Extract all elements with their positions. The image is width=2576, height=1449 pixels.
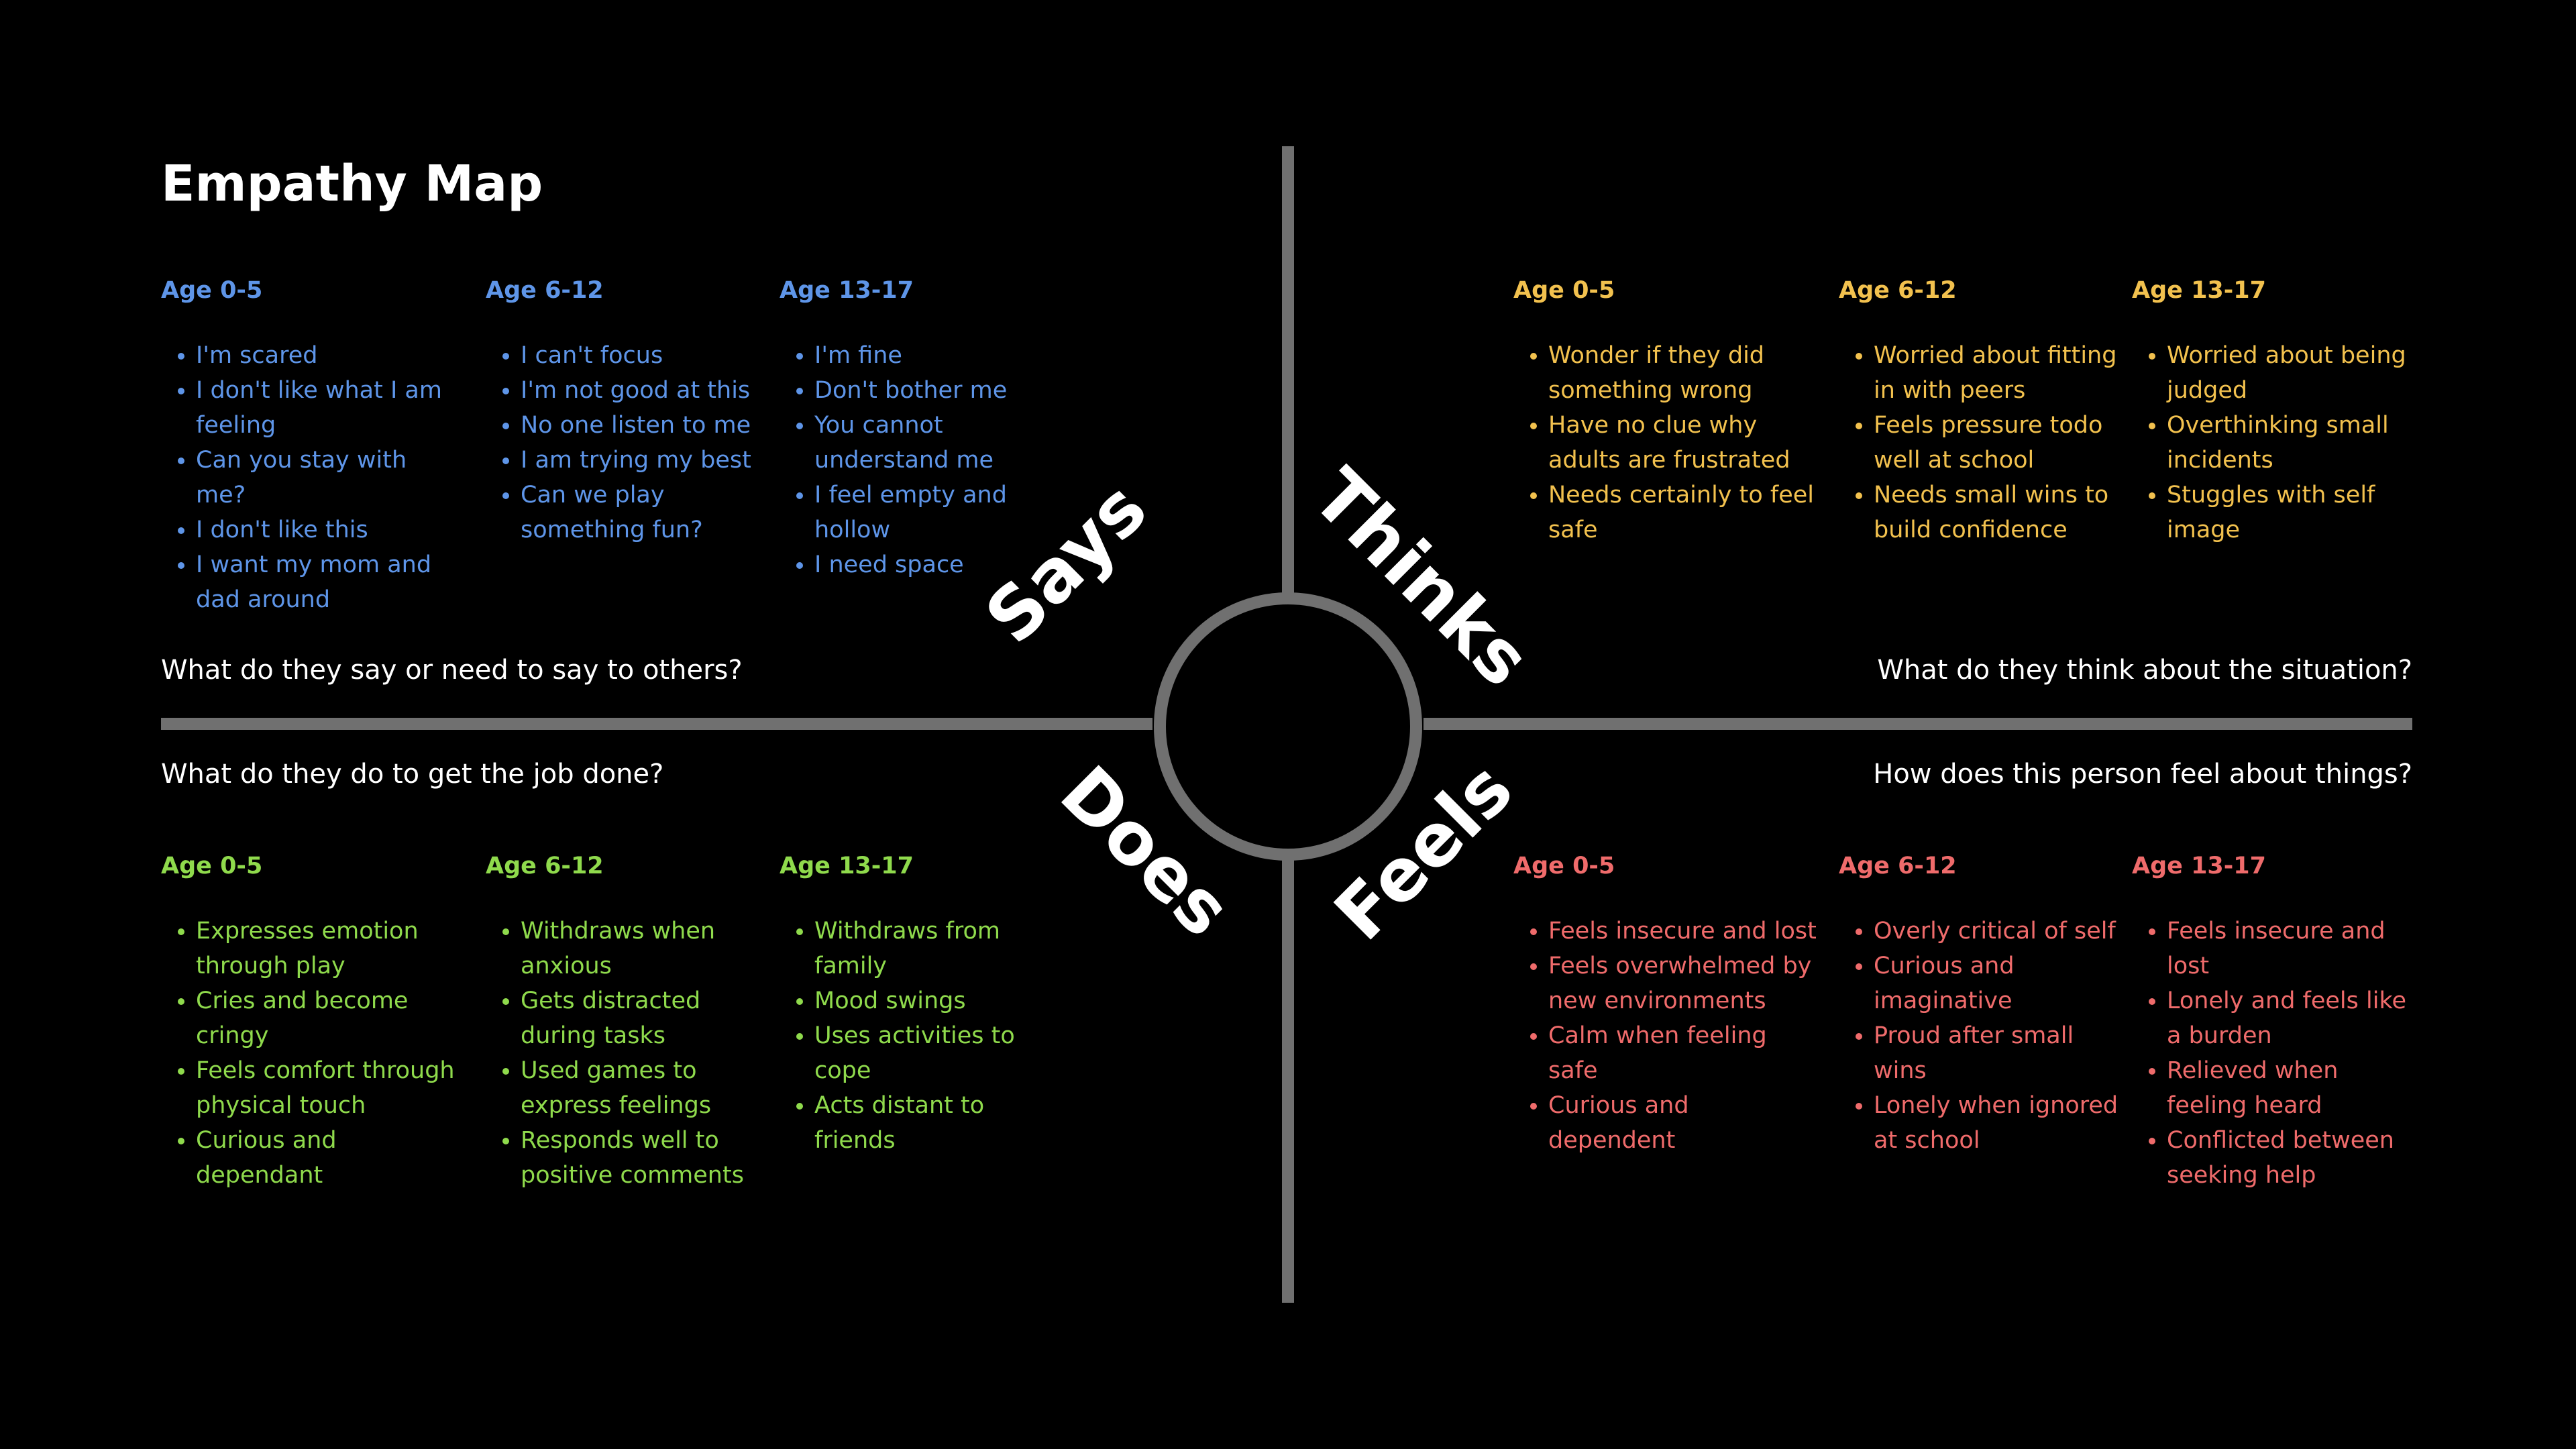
does-question: What do they do to get the job done? xyxy=(161,759,664,790)
list-item: Withdraws from family xyxy=(814,914,1048,983)
bullet-list: Feels insecure and lostFeels overwhelmed… xyxy=(1513,914,1822,1158)
thinks-column-age-13-17: Age 13-17Worried about being judgedOvert… xyxy=(2132,276,2414,547)
list-item: I want my mom and dad around xyxy=(196,547,456,617)
list-item: Curious and imaginative xyxy=(1874,949,2121,1018)
does-column-age-13-17: Age 13-17Withdraws from familyMood swing… xyxy=(780,852,1048,1158)
bullet-list: Worried about fitting in with peersFeels… xyxy=(1839,338,2121,547)
vertical-divider-top xyxy=(1282,146,1294,594)
list-item: You cannot understand me xyxy=(814,408,1048,478)
column-heading: Age 13-17 xyxy=(2132,277,2267,304)
thinks-column-age-6-12: Age 6-12Worried about fitting in with pe… xyxy=(1839,276,2121,547)
list-item: Mood swings xyxy=(814,983,1048,1018)
column-heading: Age 13-17 xyxy=(780,277,914,304)
list-item: Relieved when feeling heard xyxy=(2167,1053,2414,1123)
list-item: Don't bother me xyxy=(814,373,1048,408)
list-item: Overly critical of self xyxy=(1874,914,2121,949)
says-column-age-13-17: Age 13-17I'm fineDon't bother meYou cann… xyxy=(780,276,1048,582)
list-item: No one listen to me xyxy=(521,408,767,443)
list-item: Lonely when ignored at school xyxy=(1874,1088,2121,1158)
list-item: Withdraws when anxious xyxy=(521,914,767,983)
bullet-list: I can't focusI'm not good at thisNo one … xyxy=(486,338,767,547)
list-item: Lonely and feels like a burden xyxy=(2167,983,2414,1053)
bullet-list: I'm scaredI don't like what I am feeling… xyxy=(161,338,456,617)
list-item: Have no clue why adults are frustrated xyxy=(1548,408,1822,478)
list-item: Feels insecure and lost xyxy=(1548,914,1822,949)
column-heading: Age 6-12 xyxy=(1839,277,1957,304)
column-heading: Age 0-5 xyxy=(161,277,263,304)
list-item: Can we play something fun? xyxy=(521,478,767,547)
page-title: Empathy Map xyxy=(161,155,543,213)
vertical-divider-bottom xyxy=(1282,849,1294,1303)
list-item: I'm scared xyxy=(196,338,456,373)
list-item: Worried about fitting in with peers xyxy=(1874,338,2121,408)
list-item: Cries and become cringy xyxy=(196,983,456,1053)
list-item: Needs certainly to feel safe xyxy=(1548,478,1822,547)
list-item: I can't focus xyxy=(521,338,767,373)
list-item: Stuggles with self image xyxy=(2167,478,2414,547)
list-item: I need space xyxy=(814,547,1048,582)
list-item: Overthinking small incidents xyxy=(2167,408,2414,478)
list-item: Uses activities to cope xyxy=(814,1018,1048,1088)
list-item: Feels pressure todo well at school xyxy=(1874,408,2121,478)
horizontal-divider-right xyxy=(1424,718,2412,730)
says-column-age-0-5: Age 0-5I'm scaredI don't like what I am … xyxy=(161,276,456,617)
list-item: Curious and dependant xyxy=(196,1123,456,1193)
bullet-list: Worried about being judgedOverthinking s… xyxy=(2132,338,2414,547)
list-item: Conflicted between seeking help xyxy=(2167,1123,2414,1193)
list-item: I'm not good at this xyxy=(521,373,767,408)
feels-column-age-13-17: Age 13-17Feels insecure and lostLonely a… xyxy=(2132,852,2414,1193)
list-item: I'm fine xyxy=(814,338,1048,373)
horizontal-divider-left xyxy=(161,718,1152,730)
says-question: What do they say or need to say to other… xyxy=(161,655,743,686)
says-column-age-6-12: Age 6-12 I can't focusI'm not good at thi… xyxy=(486,276,767,547)
feels-column-age-6-12: Age 6-12Overly critical of selfCurious a… xyxy=(1839,852,2121,1158)
list-item: Responds well to positive comments xyxy=(521,1123,767,1193)
list-item: Wonder if they did something wrong xyxy=(1548,338,1822,408)
feels-question: How does this person feel about things? xyxy=(1873,759,2412,790)
list-item: Acts distant to friends xyxy=(814,1088,1048,1158)
column-heading: Age 13-17 xyxy=(2132,853,2267,879)
list-item: I don't like what I am feeling xyxy=(196,373,456,443)
column-heading: Age 13-17 xyxy=(780,853,914,879)
column-heading: Age 0-5 xyxy=(161,853,263,879)
list-item: Calm when feeling safe xyxy=(1548,1018,1822,1088)
feels-column-age-0-5: Age 0-5Feels insecure and lostFeels over… xyxy=(1513,852,1822,1158)
bullet-list: Expresses emotion through playCries and … xyxy=(161,914,456,1193)
bullet-list: I'm fineDon't bother meYou cannot unders… xyxy=(780,338,1048,582)
column-heading: Age 6-12 xyxy=(486,853,604,879)
bullet-list: Withdraws from familyMood swingsUses act… xyxy=(780,914,1048,1158)
bullet-list: Withdraws when anxiousGets distracted du… xyxy=(486,914,767,1193)
list-item: I am trying my best xyxy=(521,443,767,478)
column-heading: Age 0-5 xyxy=(1513,853,1615,879)
list-item: Feels overwhelmed by new environments xyxy=(1548,949,1822,1018)
list-item: Curious and dependent xyxy=(1548,1088,1822,1158)
list-item: Used games to express feelings xyxy=(521,1053,767,1123)
list-item: Can you stay with me? xyxy=(196,443,456,513)
bullet-list: Overly critical of selfCurious and imagi… xyxy=(1839,914,2121,1158)
bullet-list: Wonder if they did something wrongHave n… xyxy=(1513,338,1822,547)
does-column-age-6-12: Age 6-12Withdraws when anxiousGets distr… xyxy=(486,852,767,1193)
list-item: Expresses emotion through play xyxy=(196,914,456,983)
center-circle xyxy=(1154,592,1422,861)
list-item: Gets distracted during tasks xyxy=(521,983,767,1053)
list-item: Needs small wins to build confidence xyxy=(1874,478,2121,547)
list-item: Proud after small wins xyxy=(1874,1018,2121,1088)
bullet-list: Feels insecure and lostLonely and feels … xyxy=(2132,914,2414,1193)
column-heading: Age 0-5 xyxy=(1513,277,1615,304)
thinks-column-age-0-5: Age 0-5Wonder if they did something wron… xyxy=(1513,276,1822,547)
column-heading: Age 6-12 xyxy=(486,277,604,304)
list-item: Worried about being judged xyxy=(2167,338,2414,408)
column-heading: Age 6-12 xyxy=(1839,853,1957,879)
thinks-question: What do they think about the situation? xyxy=(1877,655,2412,686)
list-item: Feels comfort through physical touch xyxy=(196,1053,456,1123)
list-item: I feel empty and hollow xyxy=(814,478,1048,547)
list-item: I don't like this xyxy=(196,513,456,547)
list-item: Feels insecure and lost xyxy=(2167,914,2414,983)
does-column-age-0-5: Age 0-5Expresses emotion through playCri… xyxy=(161,852,456,1193)
